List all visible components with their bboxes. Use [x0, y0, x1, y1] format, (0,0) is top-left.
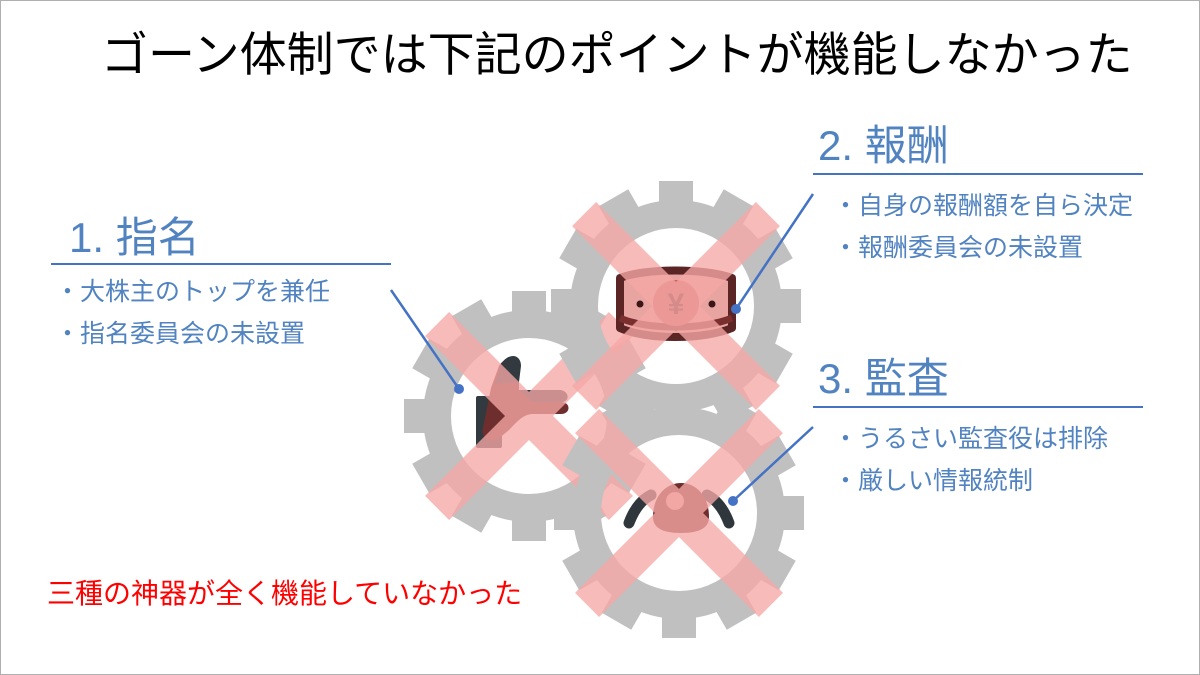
callout-2-heading: 2. 報酬	[818, 122, 949, 169]
eye-icon	[623, 483, 735, 533]
yen-banknote-icon: ¥	[616, 266, 736, 341]
page-title: ゴーン体制では下記のポイントが機能しなかった	[101, 28, 1133, 81]
pointing-hand-icon	[476, 355, 569, 448]
leader-line-3	[728, 426, 814, 506]
list-item: ・指名委員会の未設置	[55, 320, 306, 348]
leader-dot-3	[728, 496, 738, 506]
callout-nomination: 1. 指名 ・大株主のトップを兼任 ・指名委員会の未設置	[51, 213, 391, 355]
callout-1-heading: 1. 指名	[69, 214, 200, 261]
callout-3-heading: 3. 監査	[818, 355, 949, 402]
callout-3-rule	[813, 406, 1143, 408]
list-item: ・自身の報酬額を自ら決定	[833, 192, 1134, 220]
gear-audit	[554, 388, 804, 638]
gear-remuneration: ¥	[551, 181, 801, 431]
conclusion-text: 三種の神器が全く機能していなかった	[47, 578, 523, 609]
leader-dot-2	[731, 304, 741, 314]
leader-line-1	[389, 289, 464, 394]
callout-remuneration: 2. 報酬 ・自身の報酬額を自ら決定 ・報酬委員会の未設置	[813, 121, 1143, 269]
leader-line-2	[731, 193, 815, 314]
callout-1-rule	[51, 263, 391, 265]
cross-out-mark	[575, 409, 783, 617]
callout-2-bullets: ・自身の報酬額を自ら決定 ・報酬委員会の未設置	[813, 175, 1143, 269]
list-item: ・大株主のトップを兼任	[55, 278, 331, 306]
callout-1-bullets: ・大株主のトップを兼任 ・指名委員会の未設置	[51, 265, 391, 355]
list-item: ・厳しい情報統制	[833, 467, 1034, 495]
cross-out-mark	[572, 202, 780, 410]
callout-2-rule	[813, 173, 1143, 175]
callout-audit: 3. 監査 ・うるさい監査役は排除 ・厳しい情報統制	[813, 354, 1143, 502]
leader-dot-1	[454, 384, 464, 394]
gear-nomination	[404, 291, 654, 541]
list-item: ・報酬委員会の未設置	[833, 234, 1084, 262]
callout-3-bullets: ・うるさい監査役は排除 ・厳しい情報統制	[813, 408, 1143, 502]
list-item: ・うるさい監査役は排除	[833, 425, 1109, 453]
svg-text:¥: ¥	[668, 288, 685, 321]
cross-out-mark	[425, 312, 633, 520]
